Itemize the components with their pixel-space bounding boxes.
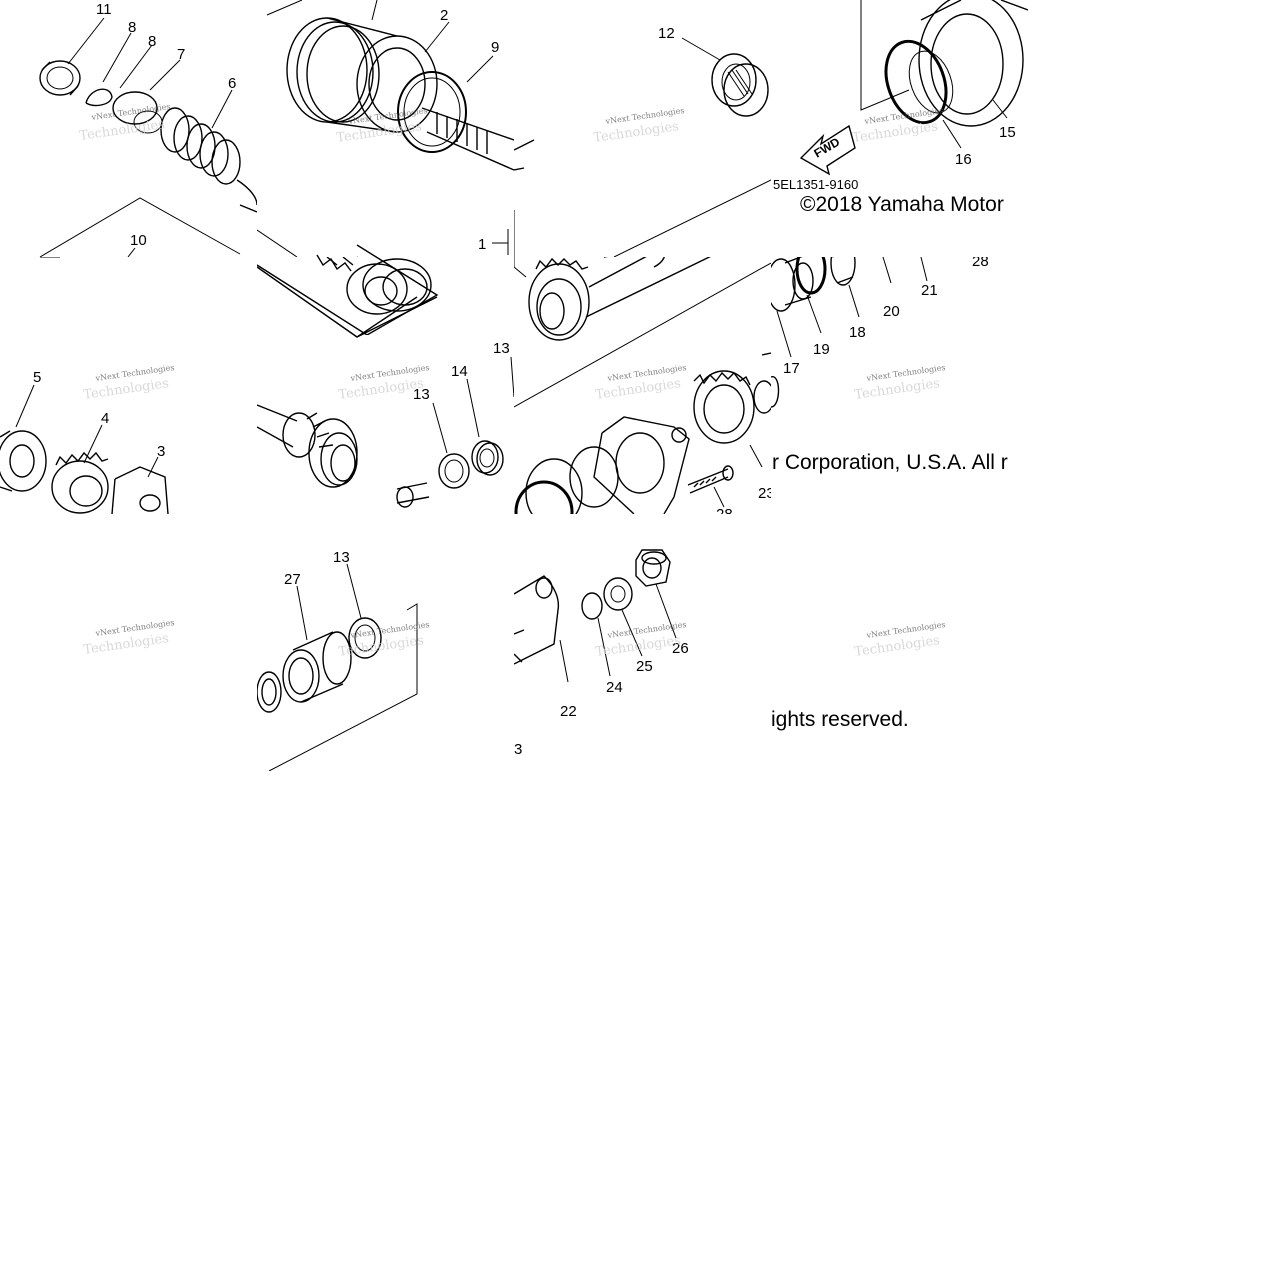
part-code: 5EL1351-9160 xyxy=(773,177,859,192)
callout-19: 19 xyxy=(813,341,830,358)
callout-8-second: 8 xyxy=(148,33,156,50)
callout-9: 9 xyxy=(491,39,499,56)
callout-12: 12 xyxy=(658,25,675,42)
callout-26: 26 xyxy=(672,640,689,657)
tile-needle-bearing: 12 vNext Technologies Technologies xyxy=(514,0,771,257)
callout-15: 15 xyxy=(999,124,1016,141)
tile-seal-stack: 28 21 20 18 19 17 vNext Technologies Tec… xyxy=(771,257,1028,514)
callout-16: 16 xyxy=(955,151,972,168)
callout-25: 25 xyxy=(636,658,653,675)
callout-7: 7 xyxy=(177,46,185,63)
tile-housing-cover: FWD 15 16 vNext Technologies Technologie… xyxy=(771,0,1028,257)
callout-18: 18 xyxy=(849,324,866,341)
callout-8: 8 xyxy=(128,19,136,36)
callout-10: 10 xyxy=(130,232,147,249)
callout-5: 5 xyxy=(33,369,41,386)
tile-blank-right: vNext Technologies Technologies xyxy=(771,514,1028,771)
callout-20: 20 xyxy=(883,303,900,320)
tile-spacer-collar: 27 13 vNext Technologies Technologies xyxy=(257,514,514,771)
tile-yoke-flange: 22 24 25 26 3 vNext Technologies Technol… xyxy=(514,514,771,771)
callout-1: 1 xyxy=(478,236,486,253)
tile-pinion-gear: 5 4 3 vNext Technologies Technologies xyxy=(0,257,257,514)
callout-13: 13 xyxy=(413,386,430,403)
callout-13-lower: 13 xyxy=(333,549,350,566)
callout-6: 6 xyxy=(228,75,236,92)
callout-23: 23 xyxy=(758,485,771,502)
tile-bevel-gear: 13 14 13 vNext Technologies Technologies xyxy=(257,257,514,514)
callout-11: 11 xyxy=(96,1,112,18)
nut-10 xyxy=(257,244,439,335)
callout-13-upper: 13 xyxy=(493,340,510,357)
copyright-line-3: ights reserved. xyxy=(771,708,909,731)
callout-27: 27 xyxy=(284,571,301,588)
callout-1-group: 1 xyxy=(478,229,509,255)
callout-2: 2 xyxy=(440,7,448,24)
callout-3: 3 xyxy=(157,443,165,460)
tile-drive-shaft: 23 28 vNext Technologies Technologies xyxy=(514,257,771,514)
fwd-arrow-icon: FWD xyxy=(799,124,856,176)
tile-spring-bearing: 11 8 8 7 6 10 vNext Technologies Technol… xyxy=(0,0,257,257)
copyright-line-1: ©2018 Yamaha Motor xyxy=(800,193,1004,216)
callout-28-top: 28 xyxy=(972,257,989,270)
tile-blank-left: vNext Technologies Technologies xyxy=(0,514,257,771)
callout-17: 17 xyxy=(783,360,800,377)
callout-24: 24 xyxy=(606,679,623,696)
callout-14: 14 xyxy=(451,363,468,380)
tile-clutch-dog: 2 9 vNext Technologies Technologies xyxy=(257,0,514,257)
callout-4: 4 xyxy=(101,410,109,427)
copyright-line-2: r Corporation, U.S.A. All r xyxy=(772,451,1008,474)
callout-3-bottom: 3 xyxy=(514,741,522,758)
callout-22: 22 xyxy=(560,703,577,720)
callout-28: 28 xyxy=(716,506,733,514)
callout-21: 21 xyxy=(921,282,938,299)
